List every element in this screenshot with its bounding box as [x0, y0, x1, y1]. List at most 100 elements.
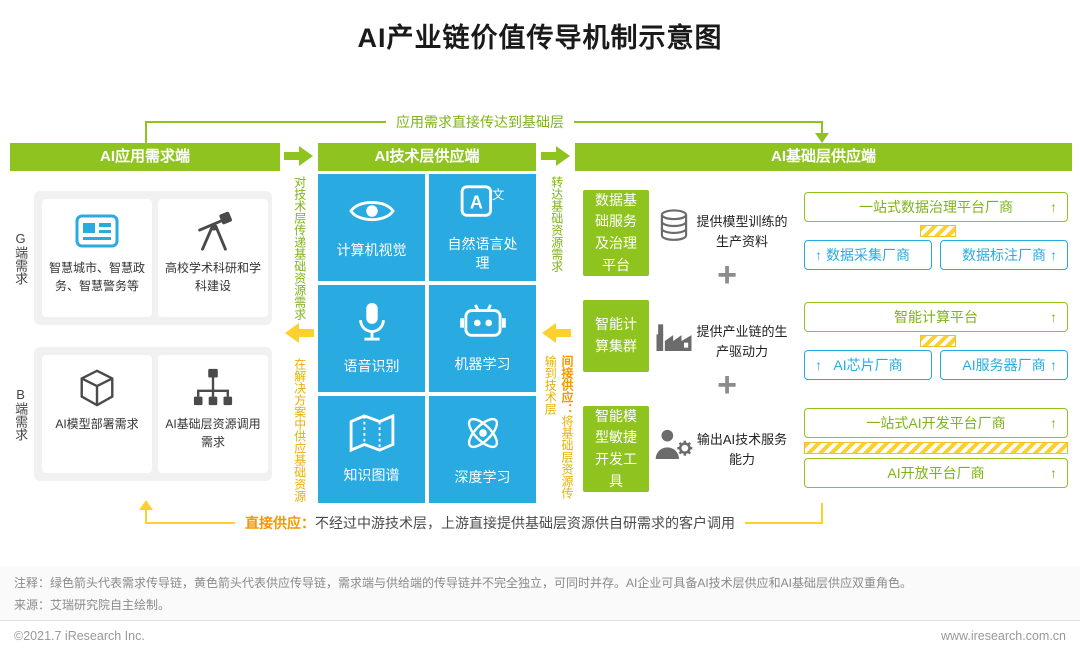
- demand-card-label: 智慧城市、智慧政务、智慧警务等: [48, 261, 145, 293]
- source-note: 来源：艾瑞研究院自主绘制。: [14, 598, 171, 612]
- demand-card-smart-city: 智慧城市、智慧政务、智慧警务等: [42, 199, 152, 317]
- svg-text:A: A: [469, 192, 482, 212]
- base-column-header: AI基础层供应端: [575, 143, 1072, 171]
- vendor-box-ai-dev-platform: 一站式AI开发平台厂商 ↑: [804, 408, 1068, 438]
- copyright-text: ©2021.7 iResearch Inc.: [14, 629, 145, 643]
- side-label-b: B端需求: [8, 347, 32, 481]
- tech-to-demand-label: 在解决方案中供应基础资源: [292, 358, 307, 502]
- tech-box-label: 机器学习: [454, 356, 511, 373]
- svg-text:文: 文: [492, 187, 504, 202]
- database-icon: [654, 206, 694, 246]
- plus-separator: +: [717, 256, 737, 294]
- smart-city-icon: [75, 209, 119, 255]
- side-label-g-text: G端需求: [13, 231, 29, 285]
- demand-card-label: AI模型部署需求: [55, 417, 139, 431]
- page-title: AI产业链价值传导机制示意图: [357, 23, 723, 53]
- top-flow-arrowhead: [815, 133, 829, 143]
- bottom-flow-line-right: [821, 503, 823, 524]
- tech-box-knowledge-graph: 知识图谱: [318, 396, 425, 503]
- vendor-box-data-collection: ↑ 数据采集厂商: [804, 240, 932, 270]
- factory-icon: [654, 316, 694, 356]
- tech-box-label: 语音识别: [343, 358, 400, 375]
- up-arrow-icon: ↑: [1050, 415, 1057, 431]
- tech-box-speech: 语音识别: [318, 285, 425, 392]
- vendor-box-data-governance: 一站式数据治理平台厂商 ↑: [804, 192, 1068, 222]
- tech-box-computer-vision: 计算机视觉: [318, 174, 425, 281]
- vendor-box-label: 数据采集厂商: [826, 247, 910, 263]
- demand-to-tech-arrow: [283, 145, 315, 172]
- bottom-flow-arrowhead: [139, 500, 153, 510]
- person-gear-icon: [654, 424, 694, 464]
- base-to-tech-arrow: [540, 322, 572, 349]
- website-link[interactable]: www.iresearch.com.cn: [940, 629, 1066, 643]
- tech-box-label: 自然语言处理: [447, 235, 518, 271]
- vendor-box-ai-chip: ↑ AI芯片厂商: [804, 350, 932, 380]
- vendor-box-label: AI开放平台厂商: [887, 465, 985, 481]
- top-flow-line-right: [821, 121, 823, 135]
- eye-icon: [348, 195, 395, 232]
- tech-box-label: 深度学习: [454, 469, 511, 486]
- tech-box-ml: 机器学习: [429, 285, 536, 392]
- supply-link-hatch: [920, 335, 956, 347]
- demand-card-resource-call: AI基础层资源调用需求: [158, 355, 268, 473]
- side-label-g: G端需求: [8, 191, 32, 325]
- up-arrow-icon: ↑: [815, 357, 822, 373]
- atom-icon: [462, 412, 504, 459]
- bottom-flow-line-left: [145, 510, 147, 524]
- base-category-computing-cluster: 智能计算集群: [583, 300, 649, 372]
- up-arrow-icon: ↑: [1050, 465, 1057, 481]
- demand-column-header: AI应用需求端: [10, 143, 280, 171]
- vendor-box-label: 数据标注厂商: [962, 247, 1046, 263]
- org-tree-icon: [192, 365, 234, 411]
- telescope-icon: [192, 209, 234, 255]
- vendor-box-label: AI芯片厂商: [833, 357, 903, 373]
- base-to-tech-label-text: 将基础层资源传输到技术层: [543, 355, 574, 499]
- top-flow-label: 应用需求直接传达到基础层: [386, 112, 574, 132]
- microphone-icon: [353, 301, 391, 348]
- base-category-data-services: 数据基础服务及治理平台: [583, 190, 649, 276]
- vendor-box-label: 智能计算平台: [894, 309, 978, 325]
- up-arrow-icon: ↑: [1050, 357, 1057, 373]
- side-label-b-text: B端需求: [13, 387, 29, 441]
- bottom-flow-label-prefix: 直接供应：: [245, 515, 315, 531]
- tech-box-deep-learning: 深度学习: [429, 396, 536, 503]
- bottom-flow-label: 直接供应：不经过中游技术层，上游直接提供基础层资源供自研需求的客户调用: [235, 513, 745, 533]
- footnote: 注释：绿色箭头代表需求传导链，黄色箭头代表供应传导链，需求端与供给端的传导链并不…: [14, 576, 913, 590]
- up-arrow-icon: ↑: [815, 247, 822, 263]
- robot-icon: [459, 303, 506, 346]
- base-to-tech-label: 间接供应：将基础层资源传输到技术层: [537, 355, 575, 505]
- tech-to-base-label: 转达基础资源需求: [549, 176, 564, 272]
- cube-icon: [76, 365, 118, 411]
- base-description: 提供产业链的生产驱动力: [696, 324, 788, 359]
- demand-card-label: AI基础层资源调用需求: [165, 417, 261, 449]
- base-description: 提供模型训练的生产资料: [696, 214, 788, 249]
- tech-to-demand-arrow: [283, 322, 315, 349]
- demand-card-academic: 高校学术科研和学科建设: [158, 199, 268, 317]
- vendor-box-ai-open-platform: AI开放平台厂商 ↑: [804, 458, 1068, 488]
- base-description: 输出AI技术服务能力: [696, 432, 788, 467]
- vendor-box-label: AI服务器厂商: [962, 357, 1046, 373]
- top-flow-line-left: [145, 121, 147, 143]
- vendor-box-data-annotation: 数据标注厂商 ↑: [940, 240, 1068, 270]
- plus-separator: +: [717, 366, 737, 404]
- tech-box-label: 知识图谱: [343, 467, 400, 484]
- top-flow-label-text: 应用需求直接传达到基础层: [396, 114, 564, 130]
- base-category-agile-dev-tools: 智能模型敏捷开发工具: [583, 406, 649, 492]
- up-arrow-icon: ↑: [1050, 309, 1057, 325]
- vendor-box-label: 一站式AI开发平台厂商: [866, 415, 1006, 431]
- up-arrow-icon: ↑: [1050, 199, 1057, 215]
- vendor-box-ai-server: AI服务器厂商 ↑: [940, 350, 1068, 380]
- up-arrow-icon: ↑: [1050, 247, 1057, 263]
- supply-link-hatch-full: [804, 442, 1068, 454]
- demand-to-tech-label: 对技术层传递基础资源需求: [292, 176, 307, 320]
- tech-to-base-arrow: [540, 145, 572, 172]
- base-to-tech-label-prefix: 间接供应：: [560, 355, 574, 415]
- vendor-box-label: 一站式数据治理平台厂商: [859, 199, 1013, 215]
- footer-band: [0, 566, 1080, 620]
- tech-box-label: 计算机视觉: [336, 242, 407, 259]
- map-icon: [349, 413, 395, 457]
- demand-card-model-deploy: AI模型部署需求: [42, 355, 152, 473]
